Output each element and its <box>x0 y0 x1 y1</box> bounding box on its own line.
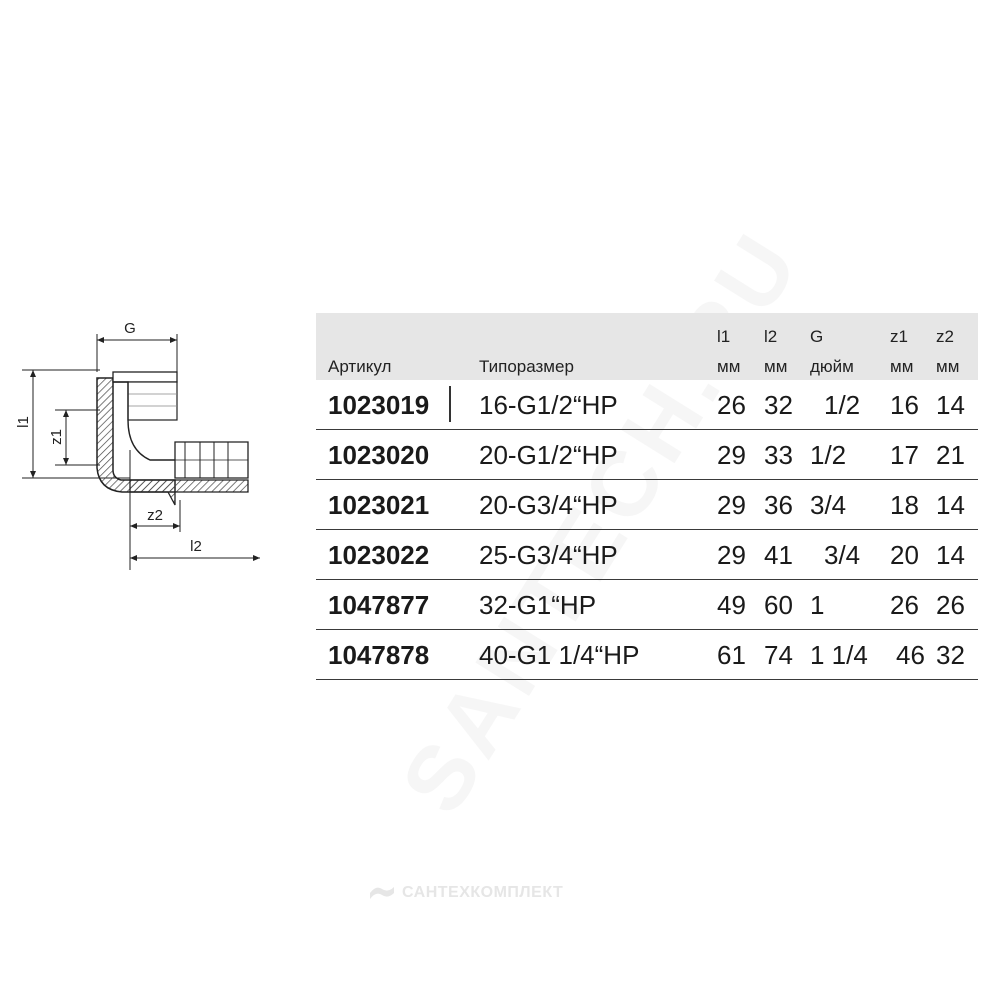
table-row: 1023021 20-G3/4“HP 29 36 3/4 18 14 <box>316 480 978 530</box>
header-article: Артикул <box>328 357 392 376</box>
cell-l1: 29 <box>717 490 746 520</box>
cell-l1: 26 <box>717 390 746 420</box>
header-l2-unit: мм <box>764 357 788 376</box>
cell-z1: 18 <box>890 490 919 520</box>
dim-label-l1: l1 <box>15 416 32 428</box>
text-cursor <box>449 386 451 422</box>
cell-article: 1047877 <box>328 590 430 620</box>
header-z1-unit: мм <box>890 357 914 376</box>
cell-z1: 16 <box>890 390 919 420</box>
header-z2-unit: мм <box>936 357 960 376</box>
spec-table: Артикул Типоразмер l1 мм l2 мм G дюйм z1… <box>316 313 978 680</box>
cell-size: 40-G1 1/4“HP <box>479 640 640 670</box>
cell-l2: 74 <box>764 640 793 670</box>
cell-z1: 26 <box>890 590 919 620</box>
cell-z2: 32 <box>936 640 965 670</box>
table-row: 1023022 25-G3/4“HP 29 41 3/4 20 14 <box>316 530 978 580</box>
header-z1-name: z1 <box>890 327 908 346</box>
header-l1-name: l1 <box>717 327 731 346</box>
cell-z2: 14 <box>936 490 965 520</box>
header-g-unit: дюйм <box>810 357 854 376</box>
table-row: 1023019 16-G1/2“HP 26 32 1/2 16 14 <box>316 380 978 430</box>
table-header: Артикул Типоразмер l1 мм l2 мм G дюйм z1… <box>316 313 978 380</box>
cell-size: 20-G3/4“HP <box>479 490 618 520</box>
cell-z1: 46 <box>896 640 925 670</box>
cell-g: 1/2 <box>810 440 847 470</box>
cell-l2: 32 <box>764 390 793 420</box>
cell-z2: 26 <box>936 590 965 620</box>
cell-g: 3/4 <box>824 540 861 570</box>
cell-z1: 20 <box>890 540 919 570</box>
dim-label-g: G <box>124 320 136 337</box>
cell-z1: 17 <box>890 440 919 470</box>
cell-l2: 41 <box>764 540 793 570</box>
cell-g: 1/2 <box>824 390 861 420</box>
watermark-logo-icon <box>370 887 394 899</box>
header-size: Типоразмер <box>479 357 574 376</box>
watermark-bottom: САНТЕХКОМПЛЕКТ <box>368 884 563 902</box>
table-row: 1047877 32-G1“HP 49 60 1 26 26 <box>316 580 978 630</box>
table-row: 1023020 20-G1/2“HP 29 33 1/2 17 21 <box>316 430 978 480</box>
cell-article: 1023021 <box>328 490 430 520</box>
header-l2-name: l2 <box>764 327 778 346</box>
cell-z2: 21 <box>936 440 965 470</box>
cell-l1: 61 <box>717 640 746 670</box>
fitting-drawing: G l1 z1 <box>15 320 260 570</box>
cell-g: 3/4 <box>810 490 847 520</box>
cell-size: 20-G1/2“HP <box>479 440 618 470</box>
cell-z2: 14 <box>936 390 965 420</box>
cell-article: 1023022 <box>328 540 430 570</box>
watermark-bottom-text: САНТЕХКОМПЛЕКТ <box>402 884 564 901</box>
cell-article: 1023020 <box>328 440 430 470</box>
cell-l2: 60 <box>764 590 793 620</box>
cell-l2: 33 <box>764 440 793 470</box>
cell-article: 1023019 <box>328 390 430 420</box>
dim-label-z2: z2 <box>147 507 163 524</box>
cell-z2: 14 <box>936 540 965 570</box>
table-row: 1047878 40-G1 1/4“HP 61 74 1 1/4 46 32 <box>316 630 978 680</box>
header-z2-name: z2 <box>936 327 954 346</box>
dim-label-l2: l2 <box>190 538 202 555</box>
cell-article: 1047878 <box>328 640 430 670</box>
dim-label-z1: z1 <box>48 429 65 445</box>
cell-l2: 36 <box>764 490 793 520</box>
header-l1-unit: мм <box>717 357 741 376</box>
cell-l1: 49 <box>717 590 746 620</box>
cell-l1: 29 <box>717 440 746 470</box>
cell-g: 1 1/4 <box>810 640 868 670</box>
fitting-diagram: G l1 z1 <box>0 300 290 590</box>
cell-size: 16-G1/2“HP <box>479 390 618 420</box>
cell-l1: 29 <box>717 540 746 570</box>
cell-g: 1 <box>810 590 825 620</box>
header-g-name: G <box>810 327 824 346</box>
cell-size: 32-G1“HP <box>479 590 597 620</box>
cell-size: 25-G3/4“HP <box>479 540 618 570</box>
